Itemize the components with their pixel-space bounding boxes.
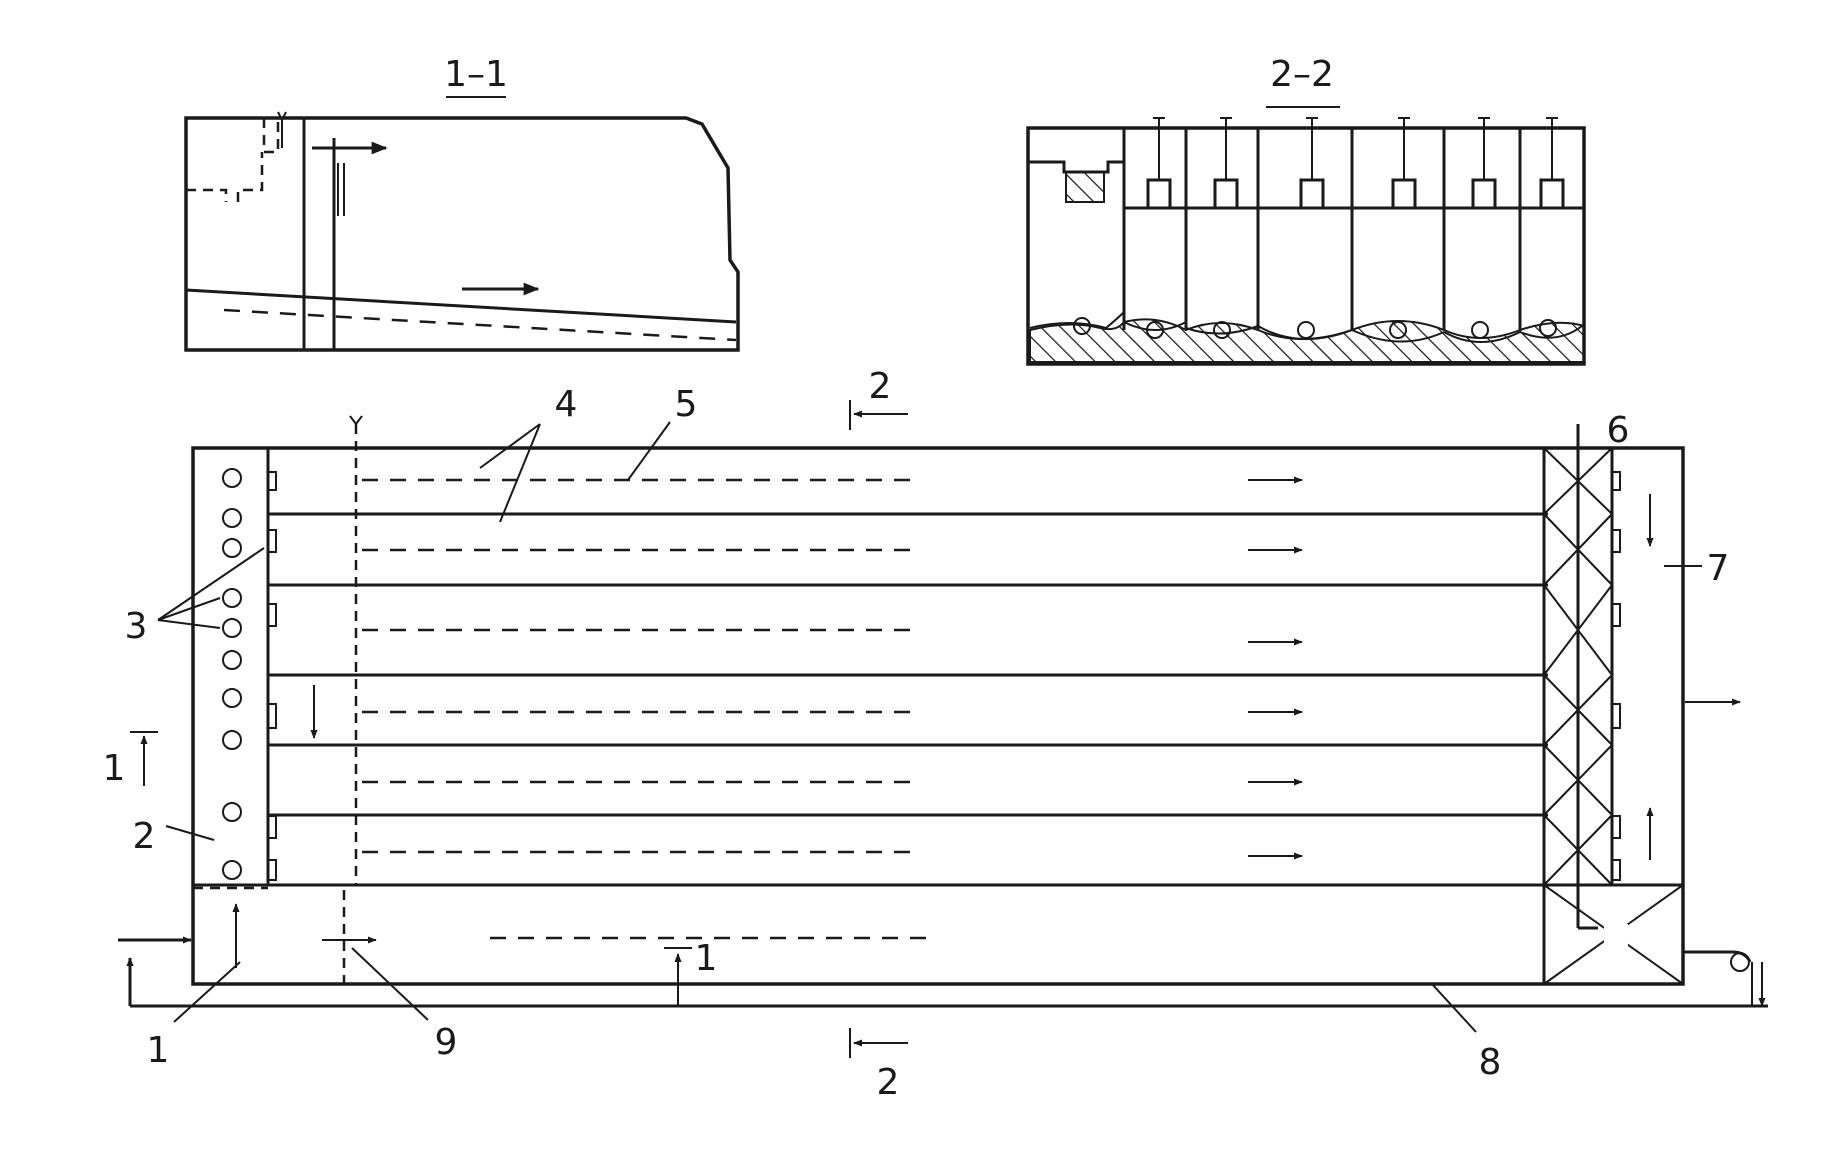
- callout-4: 4: [555, 384, 578, 425]
- inlet-wall-detail: [262, 118, 280, 154]
- section-2-2-title: 2–2: [1270, 54, 1334, 95]
- section-2-2-outline: [1026, 126, 1586, 366]
- cut-2-bottom-label: 2: [877, 1062, 900, 1103]
- callout-6: 6: [1607, 410, 1630, 451]
- section-1-1: 1–1: [184, 54, 740, 352]
- leader-1: [173, 961, 241, 1023]
- callout-1: 1: [147, 1030, 170, 1071]
- plan-view: [118, 415, 1768, 1008]
- cut-1-bottom-label: 1: [695, 938, 718, 979]
- hatched-beam: [1065, 171, 1105, 203]
- tank-outline: [191, 446, 1685, 986]
- flow-arrows: [310, 476, 1741, 860]
- outlet-truss: [1542, 424, 1621, 984]
- valve-boxes: [1146, 178, 1565, 210]
- callout-3: 3: [125, 606, 148, 647]
- callout-8: 8: [1479, 1042, 1502, 1083]
- tank-bottom-slope: [185, 288, 737, 324]
- leader-8: [1431, 983, 1477, 1033]
- sludge-collectors: [362, 478, 930, 940]
- baffle-top-mark: [349, 415, 363, 426]
- inlet-channel-detail: [186, 152, 264, 202]
- callout-9: 9: [435, 1022, 458, 1063]
- leader-5: [627, 421, 671, 481]
- callout-5: 5: [675, 384, 698, 425]
- section-2-2: 2–2: [1026, 54, 1586, 366]
- section-1-1-outline: [184, 116, 740, 352]
- leader-3c: [157, 619, 221, 629]
- sludge-pipes: [1073, 317, 1557, 339]
- valve-rods: [1153, 117, 1558, 180]
- section-cut-marks: 2 2 1 1: [103, 366, 908, 1103]
- leader-4b: [499, 423, 541, 523]
- callouts: 1 2 3 4 5 6 7 8 9: [125, 384, 1730, 1083]
- callout-7: 7: [1707, 548, 1730, 589]
- inlet-block: [1028, 128, 1126, 174]
- inlet-wall-small: [277, 111, 287, 148]
- cut-2-top-label: 2: [869, 366, 892, 407]
- leader-2: [165, 825, 215, 841]
- section-1-1-title: 1–1: [444, 54, 508, 95]
- leader-4a: [479, 423, 541, 469]
- hatched-bottom: [1029, 318, 1585, 363]
- leader-3a: [157, 547, 265, 621]
- inlet-notches: [268, 471, 277, 881]
- inlet-orifices: [222, 468, 242, 880]
- leader-9: [351, 947, 429, 1021]
- cut-1-left-label: 1: [103, 748, 126, 789]
- sludge-line-dashed: [223, 308, 737, 342]
- sludge-pit: [1543, 884, 1766, 1007]
- callout-2: 2: [133, 816, 156, 857]
- hopper-curves: [1029, 311, 1583, 343]
- leader-3b: [157, 597, 221, 621]
